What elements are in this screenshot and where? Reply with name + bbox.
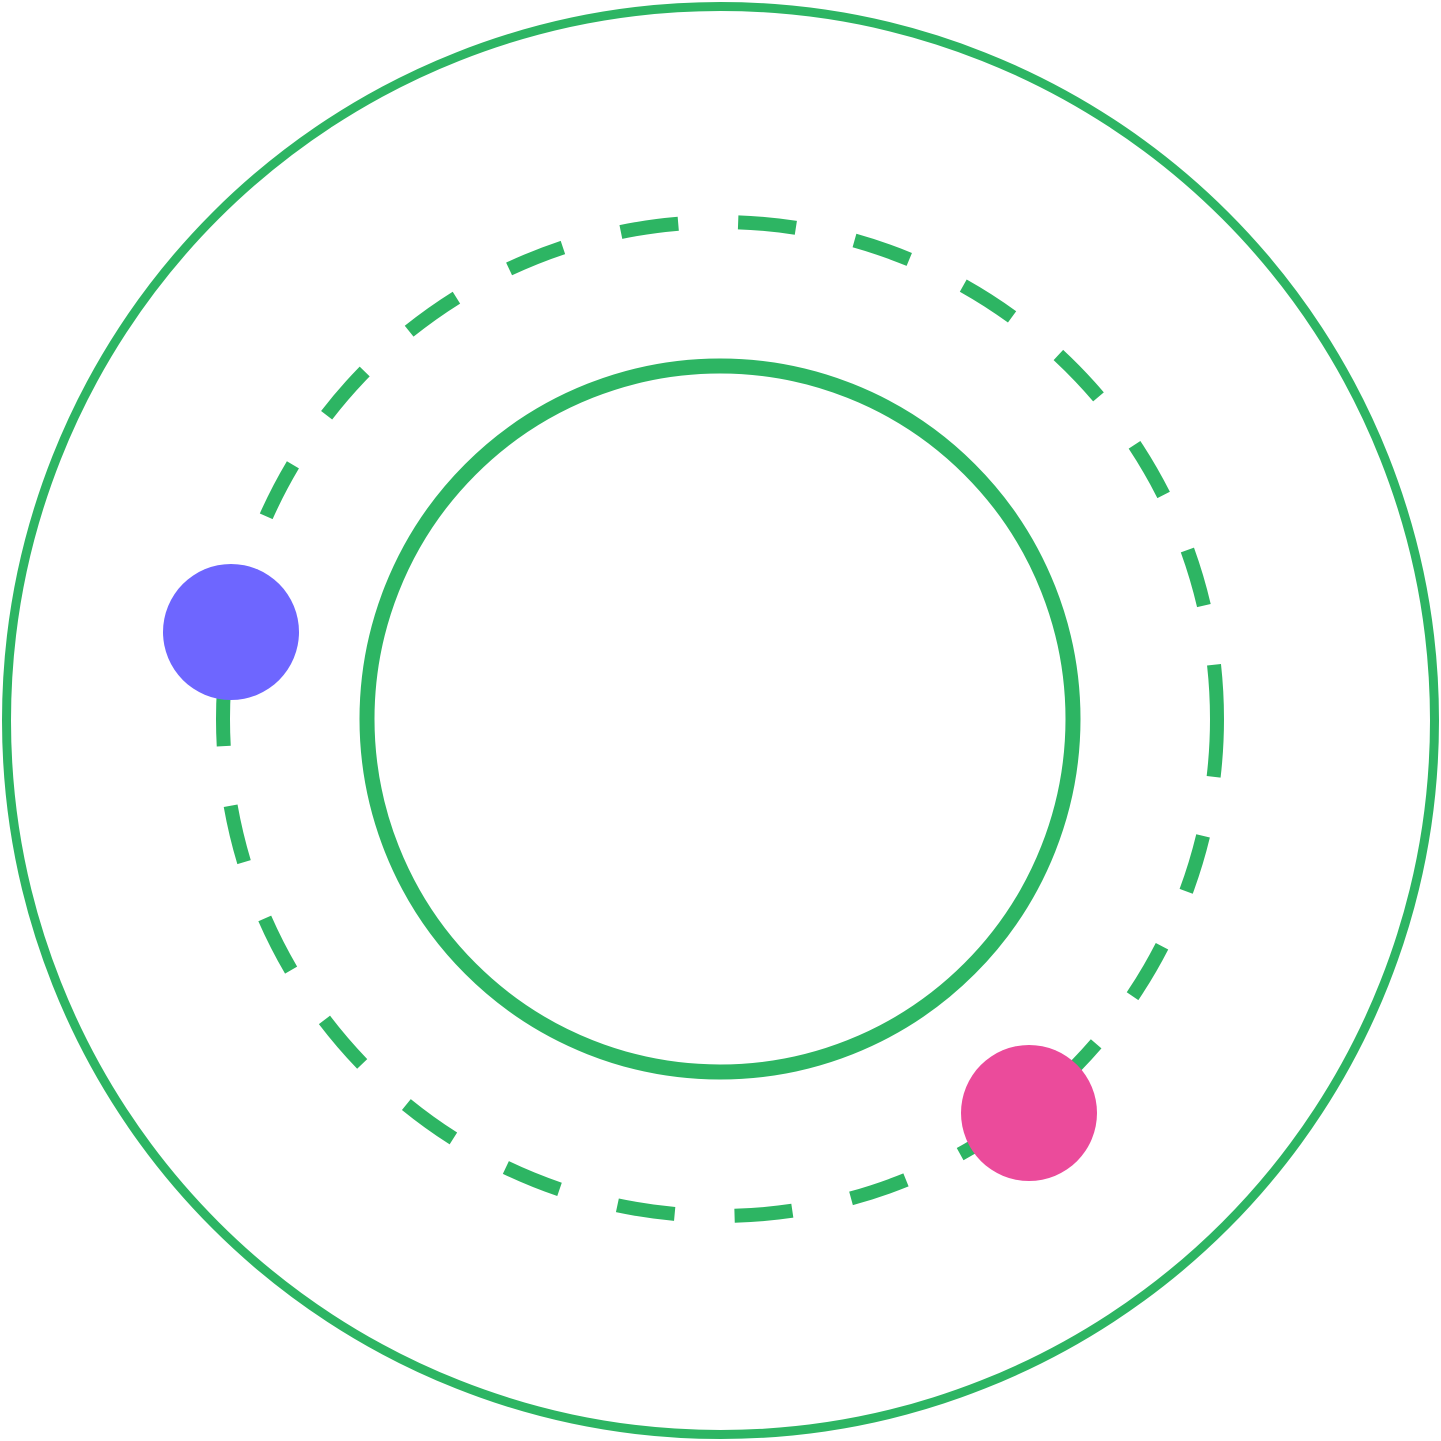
blue-orbit-dot [163, 564, 299, 700]
pink-orbit-dot [961, 1045, 1097, 1181]
middle-orbit-ring [216, 215, 1224, 1223]
inner-ring [359, 358, 1081, 1080]
